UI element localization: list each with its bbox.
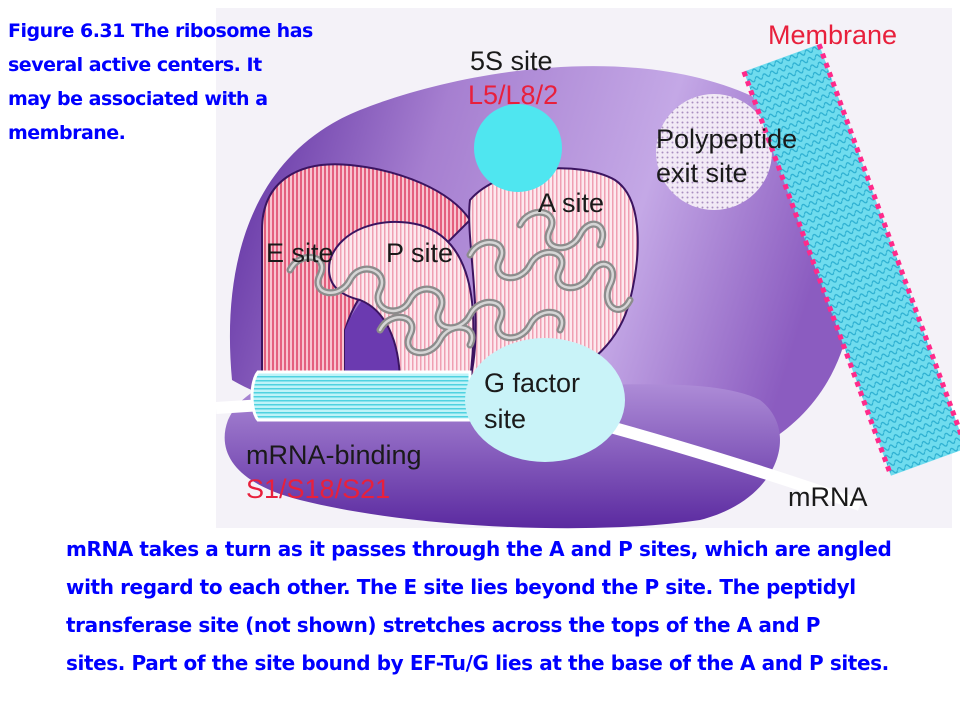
- caption-line: membrane.: [8, 122, 126, 144]
- description-line: mRNA takes a turn as it passes through t…: [66, 537, 892, 561]
- description-line: sites. Part of the site bound by EF-Tu/G…: [66, 651, 889, 675]
- five-s-site-label: 5S site: [470, 46, 553, 76]
- a-site-label: A site: [538, 188, 604, 218]
- g-factor-label-2: site: [484, 404, 526, 434]
- polypeptide-exit-label-2: exit site: [656, 158, 748, 188]
- polypeptide-exit-label-1: Polypeptide: [656, 124, 797, 154]
- caption-line: Figure 6.31 The ribosome has: [8, 20, 313, 42]
- polypeptide-exit-circle: [656, 94, 772, 210]
- g-factor-site-circle: [465, 338, 625, 462]
- g-factor-label-1: G factor: [484, 368, 580, 398]
- caption-line: several active centers. It: [8, 54, 262, 76]
- mrna-label: mRNA: [788, 482, 868, 512]
- mrna-binding-region: [250, 370, 472, 422]
- mrna-binding-label: mRNA-binding: [246, 440, 422, 470]
- caption-line: may be associated with a: [8, 88, 268, 110]
- figure-caption: Figure 6.31 The ribosome has several act…: [8, 14, 348, 150]
- description-line: transferase site (not shown) stretches a…: [66, 613, 821, 637]
- e-site-label: E site: [266, 238, 334, 268]
- mrna-binding-proteins-label: S1/S18/S21: [246, 474, 390, 504]
- five-s-site-circle: [474, 104, 562, 192]
- description-line: with regard to each other. The E site li…: [66, 575, 856, 599]
- membrane-label: Membrane: [768, 20, 897, 50]
- p-site-label: P site: [386, 238, 453, 268]
- five-s-proteins-label: L5/L8/2: [468, 80, 558, 110]
- figure-description: mRNA takes a turn as it passes through t…: [66, 530, 946, 682]
